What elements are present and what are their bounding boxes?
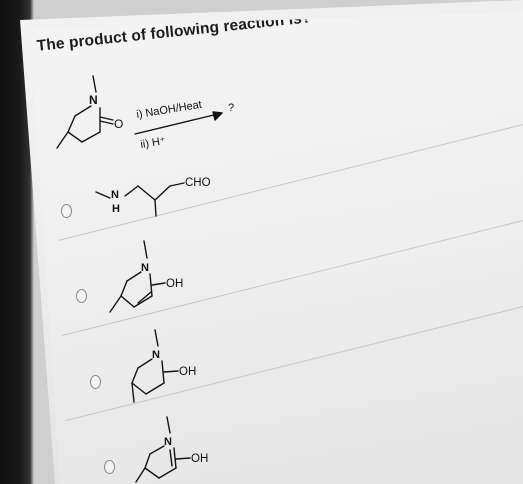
option-4-structure xyxy=(135,416,191,483)
option-1-group-label: CHO xyxy=(185,177,211,189)
option-1-h-label: H xyxy=(112,203,120,215)
option-4-n-label: N xyxy=(164,436,172,448)
reactant-carbonyl-bond xyxy=(99,120,114,125)
option-2-group-label: OH xyxy=(166,278,183,290)
option-4-bond xyxy=(149,445,165,455)
option-3-n-label: N xyxy=(152,349,160,361)
reaction-arrow-head xyxy=(212,111,223,121)
option-3-oh-bond xyxy=(163,370,179,373)
option-1-bond xyxy=(124,185,139,197)
option-2-n-label: N xyxy=(141,262,149,274)
product-placeholder: ? xyxy=(228,102,234,114)
option-1-bond xyxy=(154,199,157,217)
option-2-structure xyxy=(109,240,166,313)
option-radio-3[interactable] xyxy=(90,375,101,389)
option-3-structure xyxy=(131,329,179,403)
option-4-methyl-bond xyxy=(135,467,146,483)
option-2-bond xyxy=(120,280,128,297)
option-1-bond xyxy=(95,191,111,199)
reactant-carbonyl-bond xyxy=(99,116,114,121)
reactant-n-methyl-bond xyxy=(92,75,97,93)
option-3-bond xyxy=(137,358,153,369)
reaction-arrow-shaft xyxy=(134,112,223,135)
option-radio-4[interactable] xyxy=(104,460,115,474)
option-3-bond xyxy=(145,382,165,395)
option-4-bond xyxy=(166,416,171,434)
option-3-bond xyxy=(131,367,139,384)
option-4-bond xyxy=(144,467,160,479)
option-3-group-label: OH xyxy=(179,366,196,378)
option-radio-1[interactable] xyxy=(61,204,72,218)
option-4-bond xyxy=(173,447,177,469)
option-2-bond xyxy=(126,271,142,282)
option-2-oh-bond xyxy=(151,282,166,286)
option-3-bond xyxy=(131,382,147,395)
option-4-group-label: OH xyxy=(191,453,208,465)
option-2-bond xyxy=(120,295,135,308)
condition-1: i) NaOH/Heat xyxy=(136,99,203,121)
option-3-bond xyxy=(161,360,165,384)
reactant-ring-bond xyxy=(67,131,83,143)
option-2-bond xyxy=(149,273,153,297)
condition-2: ii) H⁺ xyxy=(140,135,167,151)
option-1-bond xyxy=(169,182,185,187)
option-3-methyl-bond xyxy=(131,382,135,403)
reactant-o-label: O xyxy=(114,117,123,131)
option-2-bond xyxy=(143,240,148,259)
reactant-ring-bond xyxy=(74,105,92,117)
reactant-ring-bond xyxy=(67,115,76,133)
option-radio-2[interactable] xyxy=(76,289,87,303)
option-4-bond xyxy=(158,467,177,479)
reactant-methyl-bond xyxy=(56,131,69,149)
reactant-structure xyxy=(56,75,114,149)
reactant-ring-bond xyxy=(81,131,101,143)
reactant-n-label: N xyxy=(89,93,98,107)
option-2-methyl-bond xyxy=(109,295,122,313)
option-1-bond xyxy=(137,185,156,201)
option-1-n-label: N xyxy=(111,189,119,201)
option-2-double-bond xyxy=(137,291,152,304)
option-1-structure xyxy=(95,182,185,217)
option-4-bond xyxy=(144,453,151,469)
option-4-double-bond xyxy=(169,449,173,467)
option-4-oh-bond xyxy=(175,457,191,460)
option-1-bond xyxy=(154,185,171,201)
option-3-bond xyxy=(154,329,159,347)
option-2-bond xyxy=(133,295,153,308)
